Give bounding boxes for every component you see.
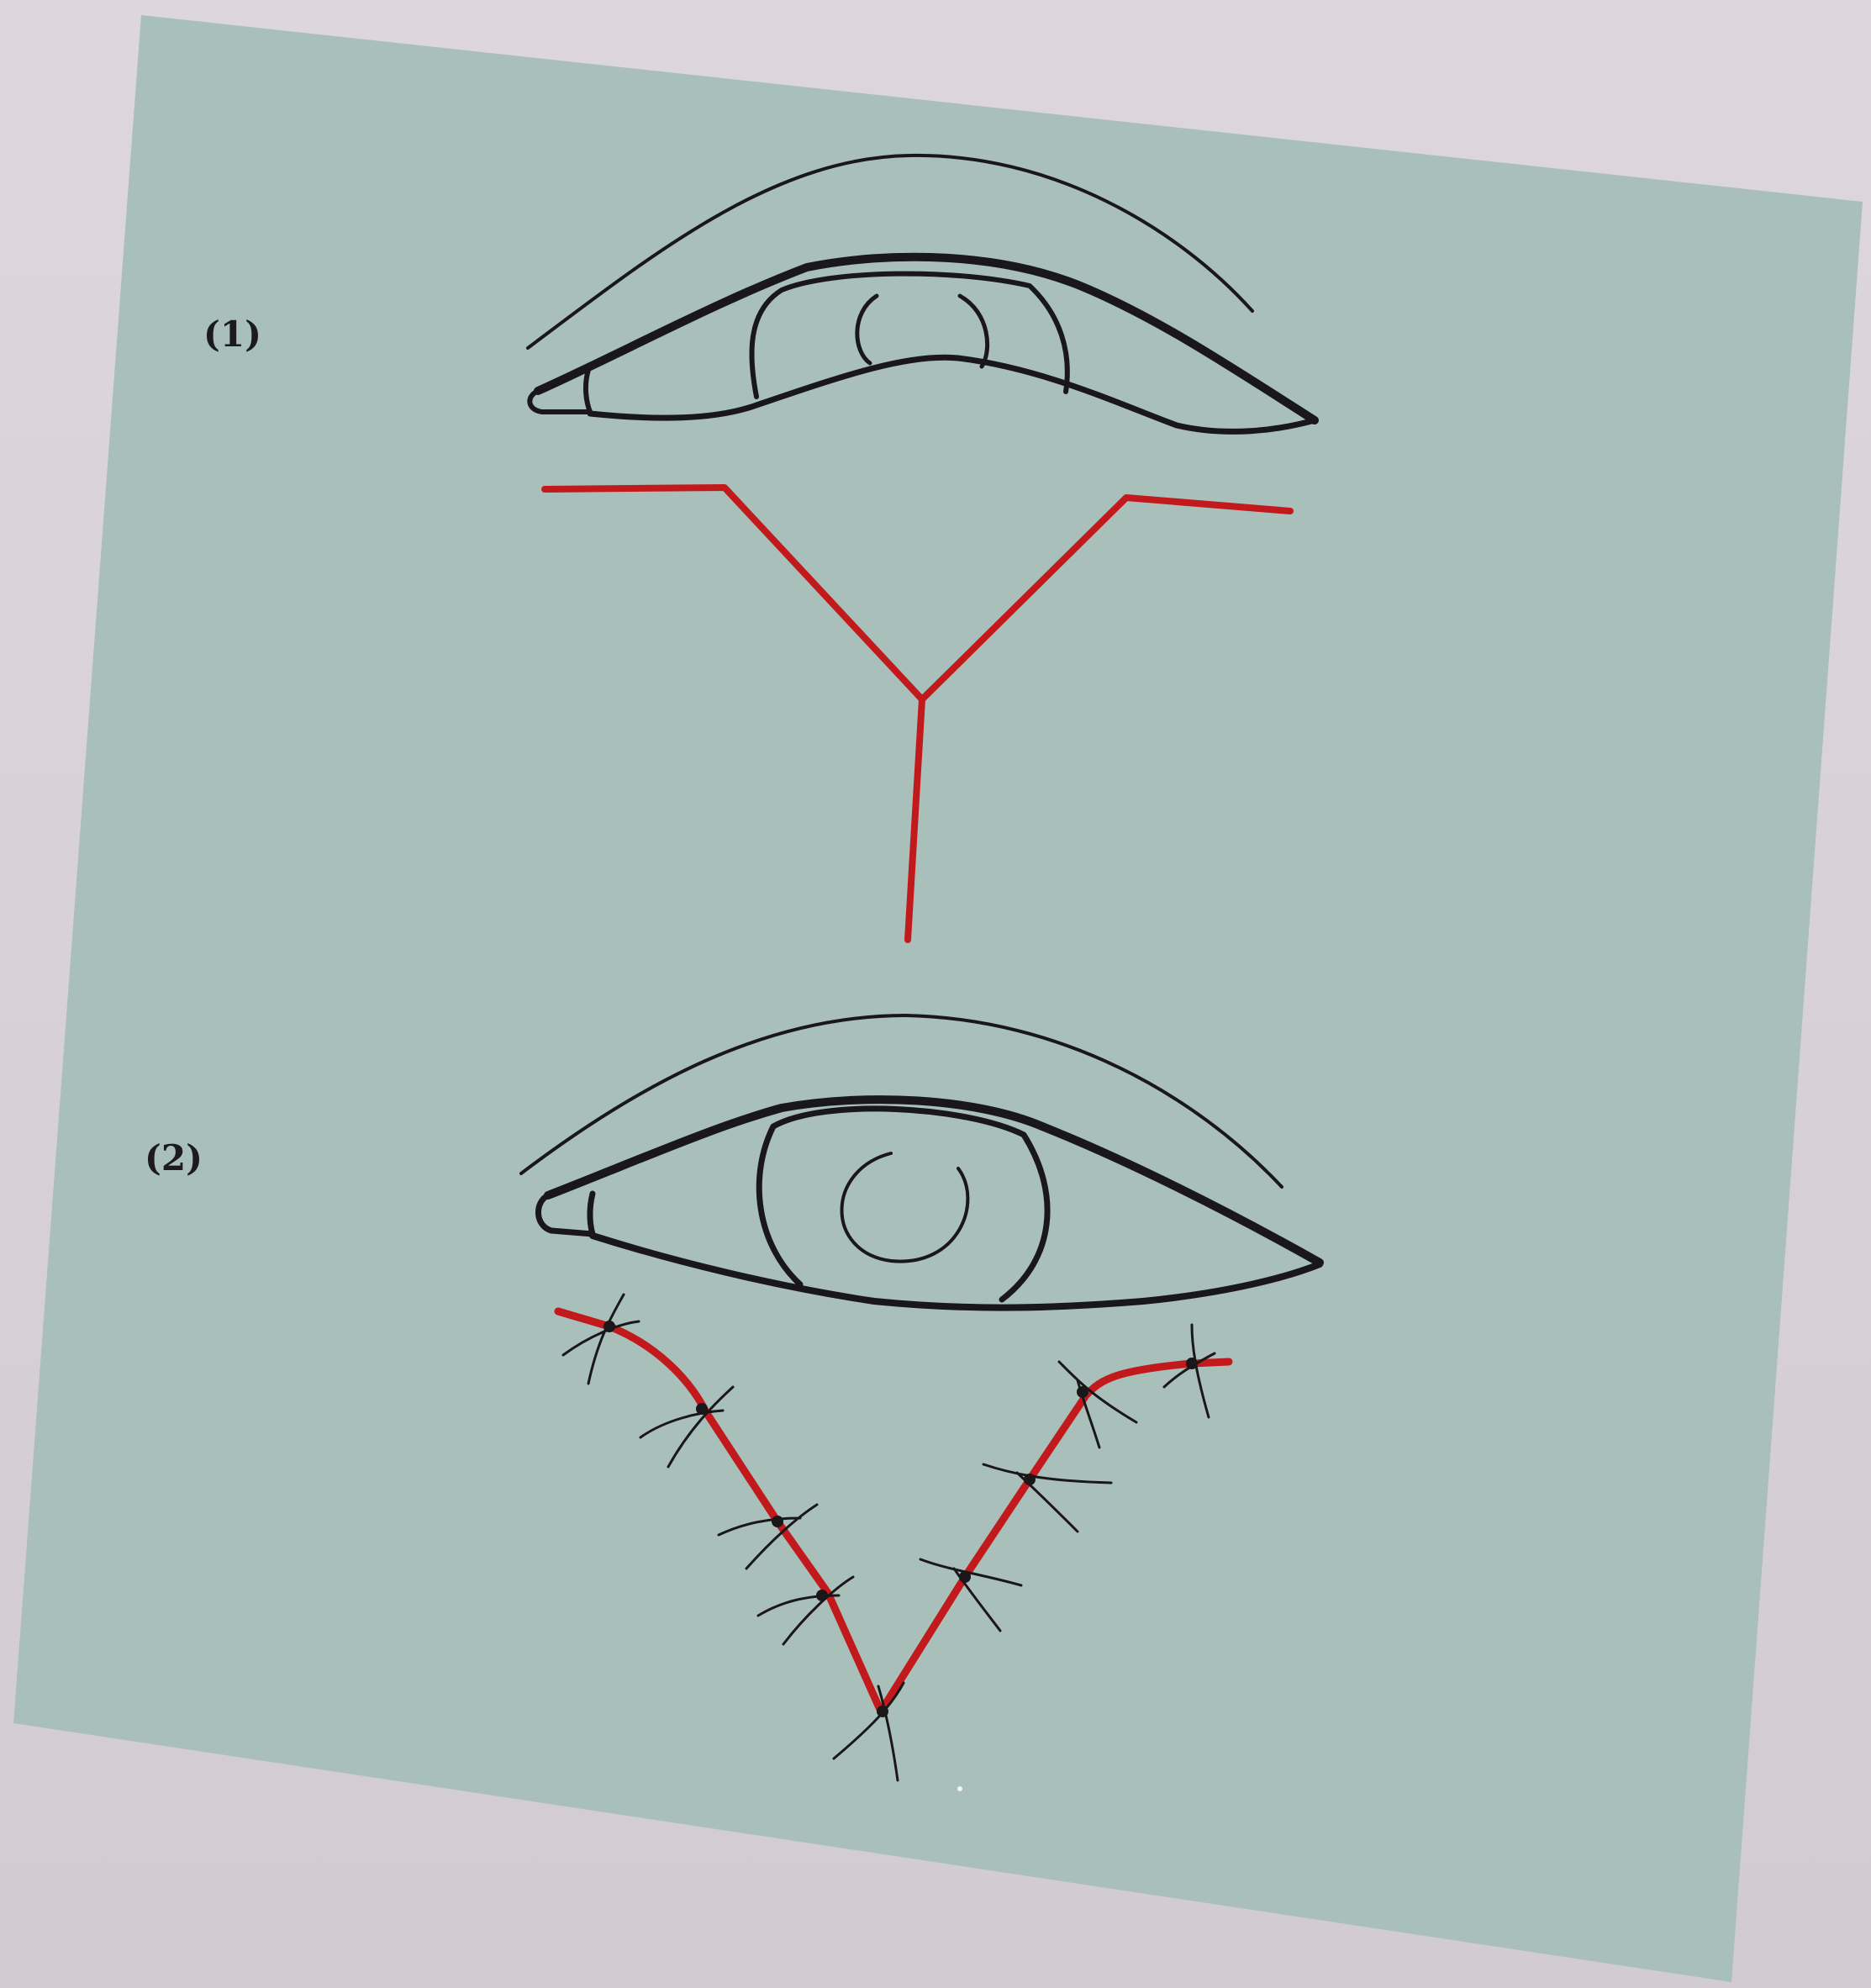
panel-2-label: (2) bbox=[145, 1137, 203, 1179]
plate-speck bbox=[957, 1786, 962, 1791]
plate-background bbox=[13, 15, 1863, 1982]
panel-1-label: (1) bbox=[203, 314, 261, 355]
